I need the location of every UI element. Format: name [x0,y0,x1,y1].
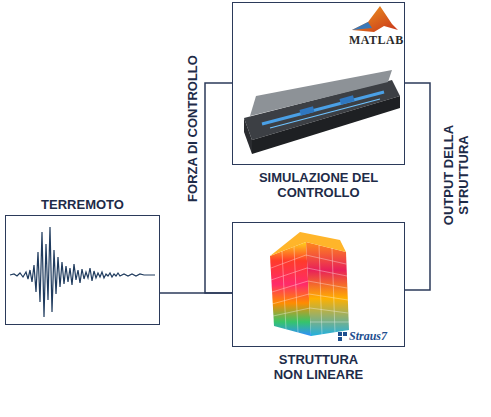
control-box: SIMULAZIONE DEL CONTROLLO [232,2,405,165]
building-grid [271,245,349,335]
seismogram [10,227,155,317]
device-rod-2 [270,99,380,128]
matlab-peak-shade [352,22,372,30]
edge-label: FORZA DI CONTROLLO [185,51,200,205]
logo-square [343,332,347,336]
device-block [339,95,354,104]
building-top [270,232,346,256]
connector-line [405,83,430,290]
logo-square [338,337,342,341]
edge-label: OUTPUT DELLA STRUTTURA [440,111,470,240]
matlab-peak [352,6,398,32]
device-side [244,118,252,154]
device-block [299,106,314,115]
building-right-face [306,242,349,336]
logo-square [338,332,342,336]
device-rod [262,92,384,124]
matlab-logo [352,6,398,32]
straus7-mark [338,332,347,341]
earthquake-box: TERREMOTO [5,215,160,325]
building-left-face [270,242,311,336]
software-logo-text: Straus7 [349,329,387,344]
seismic-trace [10,227,155,317]
node-title: TERREMOTO [8,197,158,212]
node-title: STRUTTURA NON LINEARE [269,352,369,382]
controller-device [244,70,400,154]
node-title: SIMULAZIONE DEL CONTROLLO [234,170,404,200]
software-logo-text: MATLAB [349,33,404,48]
structure-box: STRUTTURA NON LINEARE [232,222,405,347]
connector-line [205,83,232,293]
building-model [270,232,349,336]
